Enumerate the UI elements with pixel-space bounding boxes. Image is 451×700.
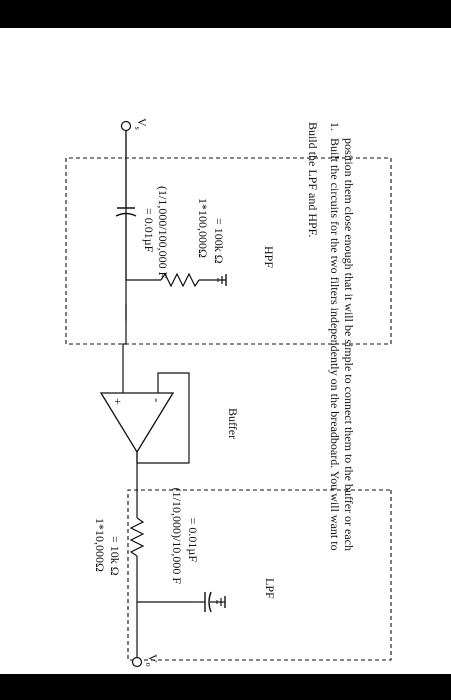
circuit-diagram: Vs (1/1,000/100,000 F = 0.01µF — [65, 118, 392, 668]
hpf-capacitor — [115, 131, 137, 280]
lpf-box — [127, 489, 392, 661]
lpf-cap-label-2: = 0.01µF — [186, 518, 200, 563]
instructions-heading: Build the LPF and HPF. — [306, 122, 320, 237]
instructions-item1-line1: Built the circuits for the two filters i… — [328, 138, 342, 551]
lpf-title: LPF — [263, 578, 277, 599]
lpf-capacitor — [137, 591, 225, 613]
hpf-title: HPF — [262, 246, 276, 268]
opamp-minus-sign: - — [150, 398, 165, 402]
vo-label: Vo — [144, 654, 160, 667]
instructions-item1-number: 1. — [328, 122, 342, 131]
lpf-res-label-1: 1*10,000Ω — [93, 518, 107, 572]
vs-terminal — [120, 120, 132, 132]
hpf-res-label-2: = 100k Ω — [212, 218, 226, 264]
hpf-cap-label-1: (1/1,000/100,000 F — [156, 186, 170, 279]
hpf-res-label-1-visible: 1*100,000Ω — [196, 198, 210, 258]
hpf-ground — [217, 274, 227, 286]
instructions-item1-line2: position them close enough that it will … — [342, 138, 356, 551]
hpf-to-buffer-wire — [122, 280, 127, 393]
lpf-res-label-2: = 10k Ω — [108, 536, 122, 576]
opamp-plus-sign: + — [111, 398, 125, 405]
hpf-box — [65, 157, 392, 345]
rotated-document: Vs (1/1,000/100,000 F = 0.01µF — [0, 28, 451, 674]
vo-terminal — [131, 656, 143, 668]
lpf-resistor — [129, 517, 145, 633]
hpf-cap-label-2: = 0.01µF — [142, 208, 156, 253]
buffer-title: Buffer — [226, 408, 240, 439]
vs-label: Vs — [133, 118, 149, 130]
hpf-resistor — [126, 272, 226, 288]
document-photo: Vs (1/1,000/100,000 F = 0.01µF — [0, 28, 451, 674]
buffer-opamp: + - — [99, 392, 175, 454]
lpf-ground — [216, 596, 226, 608]
lpf-cap-label-1: (1/10,000)/10,000 F — [170, 488, 184, 585]
